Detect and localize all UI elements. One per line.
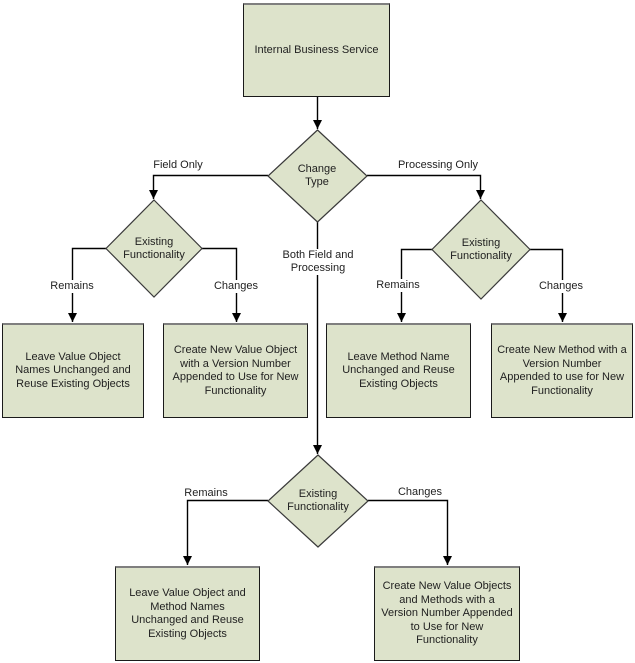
both-changes-outcome-box: Create New Value Objects and Methods wit… [374,566,520,661]
edge-label-field-remains: Remains [47,280,97,293]
edge-label-processing-remains: Remains [373,279,423,292]
connector-field-remains [68,247,106,322]
both-existing-functionality-decision-diamond [267,454,369,548]
edge-label-processing-changes: Changes [535,280,587,293]
connector-field-changes [202,247,241,322]
connector-both-remains [183,499,268,565]
edge-label-processing-only: Processing Only [397,159,479,171]
edge-label-field-only: Field Only [153,159,203,171]
edge-label-field-changes: Changes [210,280,262,293]
processing-changes-outcome-box: Create New Method with a Version Number … [491,323,633,418]
both-remains-outcome-label: Leave Value Object and Method Names Unch… [129,587,246,640]
field-changes-outcome-label: Create New Value Object with a Version N… [172,344,299,397]
processing-existing-functionality-decision-diamond [431,199,531,300]
connector-both-changes [368,499,452,565]
processing-remains-outcome-label: Leave Method Name Unchanged and Reuse Ex… [342,350,455,390]
field-remains-outcome-box: Leave Value Object Names Unchanged and R… [2,323,144,418]
both-changes-outcome-label: Create New Value Objects and Methods wit… [381,580,513,647]
field-existing-functionality-label: Existing Functionality [123,236,185,261]
processing-existing-functionality-label: Existing Functionality [450,237,512,262]
processing-changes-outcome-label: Create New Method with a Version Number … [497,344,627,397]
start-box-label: Internal Business Service [254,43,379,56]
field-existing-functionality-decision-diamond [105,199,203,298]
connector-field-only [149,174,268,199]
field-remains-outcome-label: Leave Value Object Names Unchanged and R… [15,350,131,390]
both-existing-functionality-label: Existing Functionality [287,488,349,513]
connector-processing-only [367,174,485,199]
edge-label-both-changes: Changes [397,486,443,498]
connector-processing-remains [397,248,432,322]
both-remains-outcome-box: Leave Value Object and Method Names Unch… [115,566,260,661]
field-changes-outcome-box: Create New Value Object with a Version N… [163,323,308,418]
edge-label-both-remains: Remains [184,487,228,499]
edge-label-both-field-and-processing: Both Field and Processing [282,249,354,275]
start-box: Internal Business Service [243,3,390,97]
processing-remains-outcome-box: Leave Method Name Unchanged and Reuse Ex… [326,323,471,418]
connector-processing-changes [530,248,567,322]
change-type-decision-diamond [267,129,368,223]
change-type-label: Change Type [297,163,337,188]
